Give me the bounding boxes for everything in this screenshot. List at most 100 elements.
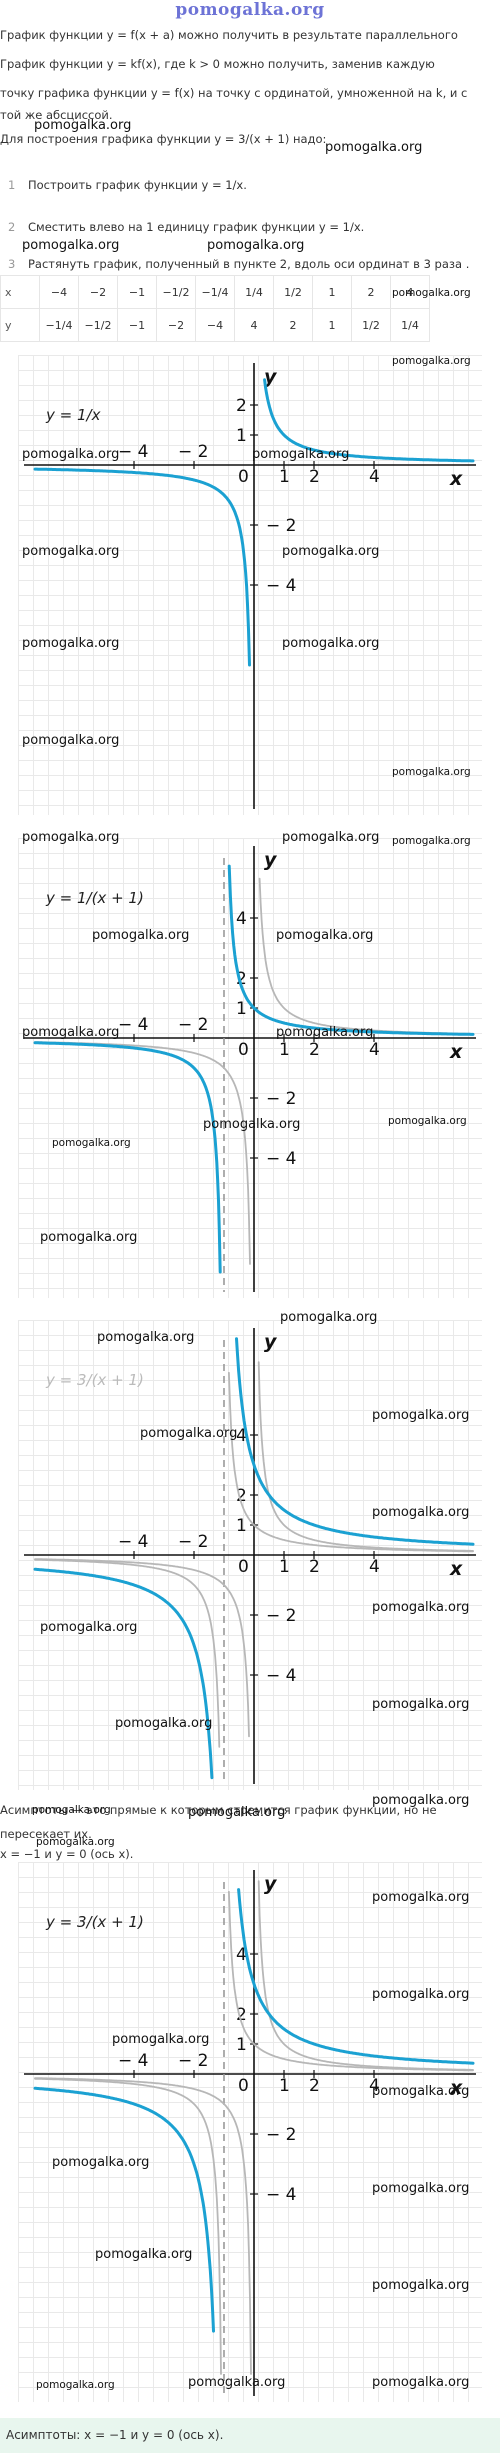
- y-tick-label: 2: [236, 969, 247, 989]
- y-tick-label: 1: [236, 2035, 247, 2055]
- watermark: pomogalka.org: [252, 447, 350, 462]
- x-tick-label: − 4: [118, 1015, 148, 1035]
- x-axis-name: x: [449, 468, 463, 490]
- watermark: pomogalka.org: [392, 835, 471, 847]
- step-text: Построить график функции y = 1/x.: [28, 178, 247, 192]
- watermark: pomogalka.org: [276, 1025, 374, 1040]
- intro-line-4: той же абсциссой.: [0, 108, 113, 122]
- step-number: 1: [8, 178, 16, 192]
- watermark: pomogalka.org: [372, 2181, 470, 2196]
- x-tick-label: − 2: [178, 442, 208, 462]
- function-label: y = 1/x: [45, 406, 101, 424]
- table-cell: 1/4: [390, 308, 430, 342]
- curve-right-branch: [237, 1888, 475, 2065]
- watermark: pomogalka.org: [52, 2155, 150, 2170]
- ghost-curve: [257, 1361, 474, 1552]
- x-tick-label: − 2: [178, 1532, 208, 1552]
- watermark: pomogalka.org: [372, 1987, 470, 2002]
- watermark: pomogalka.org: [392, 355, 471, 367]
- origin-label: 0: [238, 1557, 249, 1577]
- watermark: pomogalka.org: [52, 1137, 131, 1149]
- curve-right-branch: [227, 864, 475, 1036]
- origin-label: 0: [238, 1040, 249, 1060]
- watermark: pomogalka.org: [388, 1115, 467, 1127]
- watermark: pomogalka.org: [36, 1836, 115, 1848]
- table-cell: −1: [117, 275, 157, 309]
- table-row: x −4 −2 −1 −1/2 −1/4 1/4 1/2 1 2 4: [0, 275, 430, 309]
- y-tick-label: 2: [236, 396, 247, 416]
- table-cell: −1/4: [195, 275, 235, 309]
- x-axis-name: x: [449, 2077, 463, 2099]
- table-cell: 1: [312, 275, 352, 309]
- watermark: pomogalka.org: [22, 733, 120, 748]
- intro-line-5: Для построения графика функции y = 3/(x …: [0, 132, 327, 146]
- x-tick-label: 2: [309, 1557, 320, 1577]
- x-tick-label: 1: [279, 467, 290, 487]
- x-tick-label: 2: [309, 1040, 320, 1060]
- watermark: pomogalka.org: [32, 1804, 111, 1816]
- y-tick-label: 1: [236, 426, 247, 446]
- asymptote-text-3: x = −1 и y = 0 (ось x).: [0, 1847, 134, 1861]
- watermark: pomogalka.org: [22, 1025, 120, 1040]
- x-tick-label: 1: [279, 2076, 290, 2096]
- table-cell: 1/2: [351, 308, 391, 342]
- y-tick-label: − 2: [266, 2125, 296, 2145]
- watermark: pomogalka.org: [372, 2375, 470, 2390]
- table-cell: 4: [390, 275, 430, 309]
- watermark: pomogalka.org: [40, 1230, 138, 1245]
- y-tick-label: − 2: [266, 1089, 296, 1109]
- table-cell: 1/2: [273, 275, 313, 309]
- watermark: pomogalka.org: [22, 830, 120, 845]
- table-cell: −2: [78, 275, 118, 309]
- curve-positive-branch: [263, 378, 475, 463]
- table-cell: 2: [351, 275, 391, 309]
- curve-left-branch: [33, 1041, 222, 1274]
- table-cell: −2: [156, 308, 196, 342]
- x-tick-label: 2: [309, 2076, 320, 2096]
- table-cell: −4: [195, 308, 235, 342]
- ghost-curve: [258, 877, 474, 1035]
- curve-negative-branch: [33, 467, 251, 667]
- step-number: 2: [8, 220, 16, 234]
- step-2: 2 Сместить влево на 1 единицу график функ…: [8, 220, 364, 234]
- x-tick-label: 4: [369, 2076, 380, 2096]
- table-cell: y: [0, 308, 40, 342]
- watermark: pomogalka.org: [112, 2032, 210, 2047]
- watermark: pomogalka.org: [188, 2375, 286, 2390]
- origin-label: 0: [238, 467, 249, 487]
- origin-label: 0: [238, 2076, 249, 2096]
- y-axis-name: y: [264, 1873, 278, 1895]
- watermark: pomogalka.org: [325, 140, 423, 155]
- y-tick-label: 4: [236, 1945, 247, 1965]
- y-tick-label: 1: [236, 999, 247, 1019]
- watermark: pomogalka.org: [282, 636, 380, 651]
- watermark: pomogalka.org: [372, 2084, 470, 2099]
- ghost-curve: [34, 1558, 250, 1738]
- x-tick-label: − 2: [178, 1015, 208, 1035]
- x-tick-label: − 4: [118, 442, 148, 462]
- table-cell: −1/2: [78, 308, 118, 342]
- watermark: pomogalka.org: [372, 1890, 470, 1905]
- ghost-curve: [257, 1880, 474, 2071]
- y-tick-label: − 4: [266, 2185, 296, 2205]
- x-tick-label: 4: [369, 467, 380, 487]
- site-logo[interactable]: pomogalka.org: [175, 0, 325, 20]
- ghost-curve: [227, 1371, 474, 1553]
- table-cell: 2: [273, 308, 313, 342]
- y-tick-label: − 2: [266, 516, 296, 536]
- y-tick-label: 4: [236, 355, 247, 356]
- watermark: pomogalka.org: [372, 1505, 470, 1520]
- step-text: Сместить влево на 1 единицу график функц…: [28, 220, 365, 234]
- watermark: pomogalka.org: [34, 118, 132, 133]
- y-axis-name: y: [264, 849, 278, 871]
- asymptote-text-2: пересекает их.: [0, 1827, 92, 1841]
- y-tick-label: 4: [236, 909, 247, 929]
- watermark: pomogalka.org: [115, 1716, 213, 1731]
